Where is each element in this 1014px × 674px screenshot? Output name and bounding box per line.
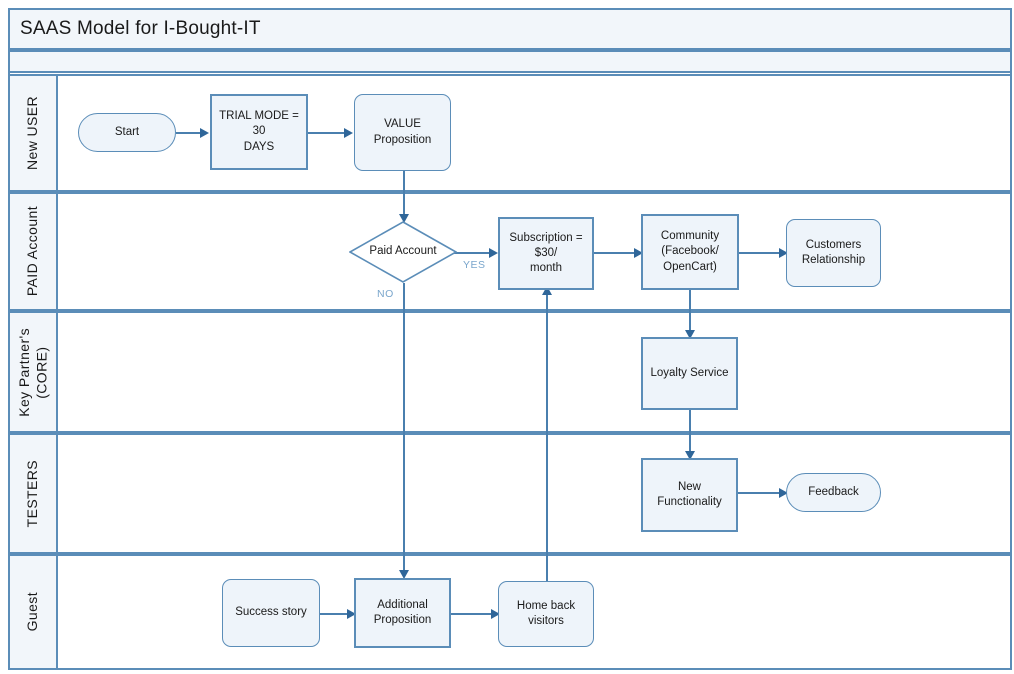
arrowhead-success-to-additional [347, 609, 356, 619]
node-trial-mode-label: TRIAL MODE = 30 DAYS [219, 110, 299, 153]
node-start[interactable]: Start [78, 113, 176, 152]
node-value-proposition-label: VALUE Proposition [373, 118, 432, 146]
connector-loyalty-to-new-functionality [689, 410, 691, 458]
lane-testers: TESTERS [8, 433, 1012, 554]
arrowhead-loyalty-to-new-functionality [685, 451, 695, 460]
diagram-title-bar: SAAS Model for I-Bought-IT [8, 8, 1012, 50]
arrowhead-new-functionality-to-feedback [779, 488, 788, 498]
connector-community-to-customers [738, 252, 786, 254]
node-paid-account-decision-label: Paid Account [369, 245, 437, 258]
node-additional-proposition[interactable]: Additional Proposition [354, 578, 451, 648]
node-loyalty-service[interactable]: Loyalty Service [641, 337, 738, 410]
connector-start-to-trial [176, 132, 203, 134]
connector-success-to-additional [320, 613, 354, 615]
connector-value-to-decision [403, 171, 405, 221]
node-home-back-visitors[interactable]: Home back visitors [498, 581, 594, 647]
node-home-back-visitors-label: Home back visitors [516, 599, 576, 627]
arrowhead-decision-no [399, 570, 409, 579]
node-feedback[interactable]: Feedback [786, 473, 881, 512]
node-customers-relationship-label: Customers Relationship [801, 238, 866, 266]
connector-new-functionality-to-feedback [738, 492, 786, 494]
node-additional-proposition-label: Additional Proposition [373, 598, 432, 626]
lane-header-paid-account: PAID Account [10, 194, 58, 309]
lane-header-guest: Guest [10, 556, 58, 668]
node-trial-mode[interactable]: TRIAL MODE = 30 DAYS [210, 94, 308, 170]
arrowhead-community-to-customers [779, 248, 788, 258]
arrowhead-decision-yes [489, 248, 498, 258]
connector-trial-to-value [308, 132, 349, 134]
node-new-functionality-label: New Functionality [657, 480, 722, 508]
node-value-proposition[interactable]: VALUE Proposition [354, 94, 451, 171]
lane-header-testers: TESTERS [10, 435, 58, 552]
connector-decision-no [403, 283, 405, 576]
diagram-subheader-band [8, 50, 1012, 73]
lane-label-new-user: New USER [24, 96, 41, 170]
arrowhead-subscription-to-community [634, 248, 643, 258]
arrowhead-trial-to-value [344, 128, 353, 138]
node-community-label: Community (Facebook/ OpenCart) [660, 230, 720, 273]
node-community[interactable]: Community (Facebook/ OpenCart) [641, 214, 739, 290]
page-title: SAAS Model for I-Bought-IT [20, 18, 261, 39]
connector-additional-to-home-back [451, 613, 499, 615]
node-subscription[interactable]: Subscription = $30/ month [498, 217, 594, 290]
node-success-story-label: Success story [235, 606, 307, 619]
lane-label-guest: Guest [24, 592, 41, 632]
node-customers-relationship[interactable]: Customers Relationship [786, 219, 881, 287]
lane-header-new-user: New USER [10, 76, 58, 190]
lane-label-testers: TESTERS [24, 459, 41, 528]
edge-label-no: NO [377, 288, 394, 300]
arrowhead-community-to-loyalty [685, 330, 695, 339]
node-start-label: Start [114, 125, 140, 138]
edge-label-yes: YES [463, 259, 486, 271]
node-new-functionality[interactable]: New Functionality [641, 458, 738, 532]
node-subscription-label: Subscription = $30/ month [509, 231, 583, 275]
connector-decision-yes [443, 252, 494, 254]
node-loyalty-service-label: Loyalty Service [650, 366, 729, 379]
lane-header-key-partner: Key Partner's (CORE) [10, 313, 58, 431]
lane-key-partner: Key Partner's (CORE) [8, 311, 1012, 433]
arrowhead-start-to-trial [200, 128, 209, 138]
connector-community-to-loyalty [689, 290, 691, 337]
diamond-shape [349, 221, 457, 283]
connector-subscription-to-community [593, 252, 641, 254]
node-feedback-label: Feedback [808, 485, 859, 498]
lane-label-paid-account: PAID Account [24, 206, 41, 297]
arrowhead-additional-to-home-back [491, 609, 500, 619]
connector-home-back-to-subscription [546, 293, 548, 581]
node-paid-account-decision[interactable]: Paid Account [349, 221, 457, 283]
arrowhead-home-back-to-subscription [542, 286, 552, 295]
node-success-story[interactable]: Success story [222, 579, 320, 647]
lane-label-key-partner: Key Partner's (CORE) [15, 327, 50, 417]
arrowhead-value-to-decision [399, 214, 409, 223]
